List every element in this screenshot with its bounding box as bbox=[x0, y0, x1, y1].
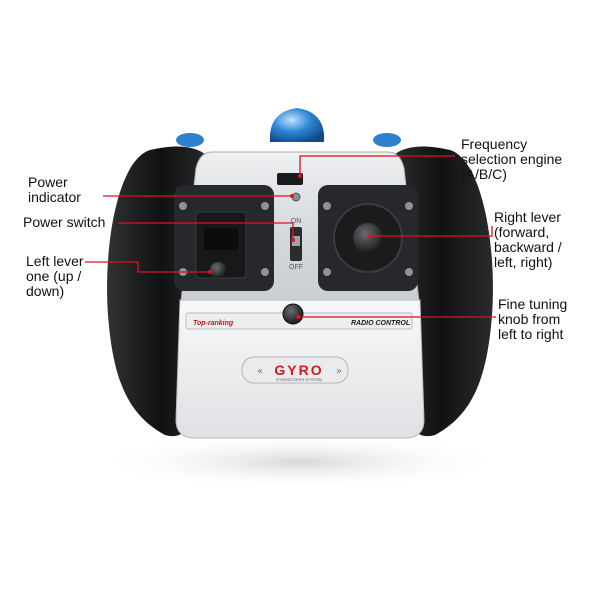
switch-off-text: OFF bbox=[289, 264, 303, 271]
switch-on-text: ON bbox=[291, 218, 302, 225]
callout-left-lever bbox=[85, 261, 210, 273]
callout-dot bbox=[291, 238, 295, 242]
right-panel-screw bbox=[405, 202, 413, 210]
callout-right-lever bbox=[370, 226, 493, 237]
power-switch-slider bbox=[292, 236, 300, 246]
badge-left-chevrons: « bbox=[257, 366, 263, 377]
label-power-indicator: Power indicator bbox=[28, 174, 81, 205]
callout-dot bbox=[290, 194, 294, 198]
left-panel-screw bbox=[261, 202, 269, 210]
left-panel-screw bbox=[179, 202, 187, 210]
strip-right-text: RADIO CONTROL bbox=[351, 320, 410, 327]
callout-dot bbox=[296, 315, 300, 319]
label-right-lever: Right lever (forward, backward / left, r… bbox=[494, 209, 562, 270]
callout-dot bbox=[368, 234, 372, 238]
callout-dot bbox=[208, 270, 212, 274]
right-panel-screw bbox=[323, 268, 331, 276]
frequency-selector bbox=[277, 173, 303, 185]
antenna bbox=[269, 108, 325, 142]
label-left-lever: Left lever one (up / down) bbox=[26, 253, 84, 299]
left-panel-screw bbox=[261, 268, 269, 276]
label-fine-tuning: Fine tuning knob from left to right bbox=[498, 296, 568, 342]
left-top-button bbox=[176, 133, 204, 147]
brand-badge bbox=[241, 356, 349, 384]
brand-subtitle-text: GYROSCOPES SYSTEM bbox=[276, 377, 322, 382]
right-top-button bbox=[373, 133, 401, 147]
left-lever-slot bbox=[204, 228, 238, 250]
floor-shadow bbox=[90, 434, 510, 490]
right-panel-screw bbox=[323, 202, 331, 210]
left-lever-knob bbox=[210, 262, 226, 278]
callout-dot bbox=[298, 174, 302, 178]
brand-logo-text: GYRO bbox=[274, 362, 323, 378]
strip-left-text: Top-ranking bbox=[193, 320, 234, 327]
badge-right-chevrons: » bbox=[336, 366, 342, 377]
fine-tuning-knob bbox=[282, 303, 304, 325]
right-panel-screw bbox=[405, 268, 413, 276]
label-power-switch: Power switch bbox=[23, 214, 106, 230]
callout-frequency bbox=[299, 155, 455, 176]
label-frequency-selection: Frequency selection engine (A/B/C) bbox=[461, 136, 563, 182]
callout-power-switch bbox=[118, 222, 294, 240]
right-lever-knob bbox=[353, 223, 383, 253]
